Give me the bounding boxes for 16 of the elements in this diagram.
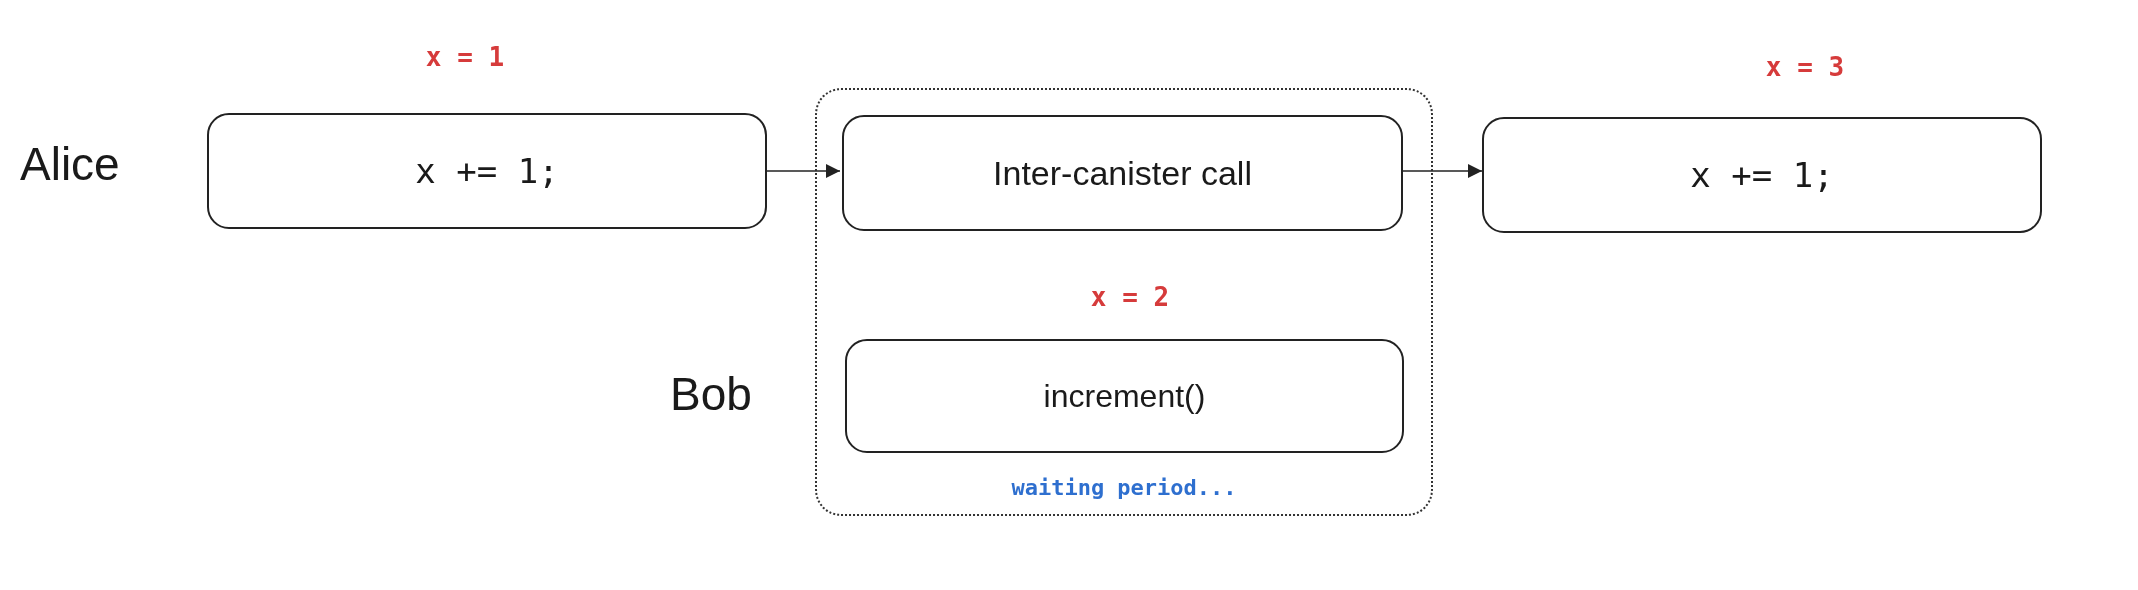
value-text: x = 1: [424, 41, 506, 74]
box-text: Inter-canister call: [993, 152, 1252, 194]
actor-name: Bob: [670, 367, 753, 422]
process-box: [845, 339, 1404, 453]
box-text: x += 1;: [1690, 153, 1834, 197]
actor-name: Alice: [20, 137, 121, 192]
note-text: waiting period...: [1010, 474, 1238, 502]
box-text: x += 1;: [415, 149, 559, 193]
process-box: [1482, 117, 2042, 233]
dotted-group-box: [815, 88, 1433, 516]
box-text: increment(): [1043, 377, 1206, 416]
process-box: [842, 115, 1403, 231]
value-text: x = 2: [1089, 281, 1171, 314]
arrow: [766, 163, 841, 179]
value-text: x = 3: [1764, 51, 1846, 84]
process-box: [207, 113, 767, 229]
